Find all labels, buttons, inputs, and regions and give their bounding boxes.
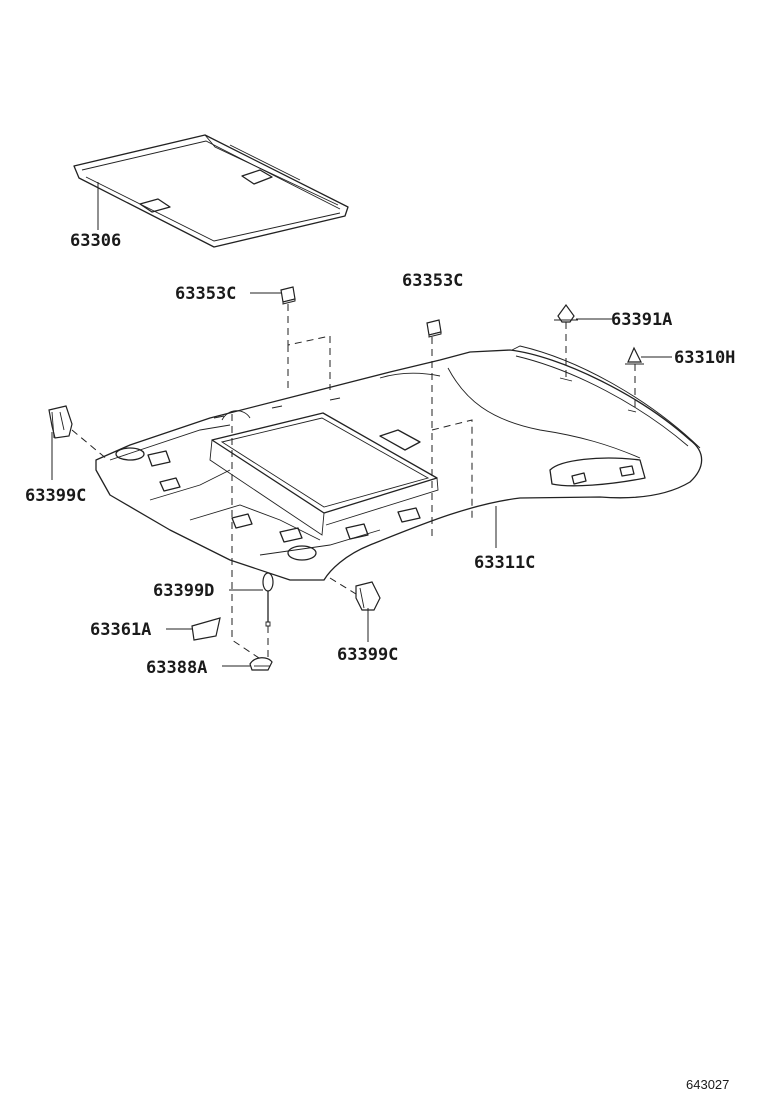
label-63353c-left: 63353C xyxy=(175,284,236,304)
cap xyxy=(249,657,273,671)
label-63399c-bottom: 63399C xyxy=(337,645,398,665)
label-63388a: 63388A xyxy=(146,658,207,678)
label-63353c-center: 63353C xyxy=(402,271,463,291)
label-63310h: 63310H xyxy=(674,348,735,368)
assembly-lines xyxy=(71,304,636,661)
label-63399d: 63399D xyxy=(153,581,214,601)
headliner xyxy=(95,345,703,591)
tape xyxy=(191,617,221,641)
label-63399c-left: 63399C xyxy=(25,486,86,506)
label-63361a: 63361A xyxy=(90,620,151,640)
wire-harness xyxy=(262,572,274,627)
sunshade-panel xyxy=(73,134,349,248)
reference-code: 643027 xyxy=(686,1077,729,1092)
clip-bottom xyxy=(355,581,381,611)
pad-left xyxy=(280,286,296,305)
label-63306: 63306 xyxy=(70,231,121,251)
clip-left xyxy=(48,405,73,439)
pad-center xyxy=(426,319,442,338)
leader-lines xyxy=(51,182,672,667)
label-63311c: 63311C xyxy=(474,553,535,573)
clip-top xyxy=(554,303,578,323)
label-63391a: 63391A xyxy=(611,310,672,330)
clip-right xyxy=(625,346,644,365)
